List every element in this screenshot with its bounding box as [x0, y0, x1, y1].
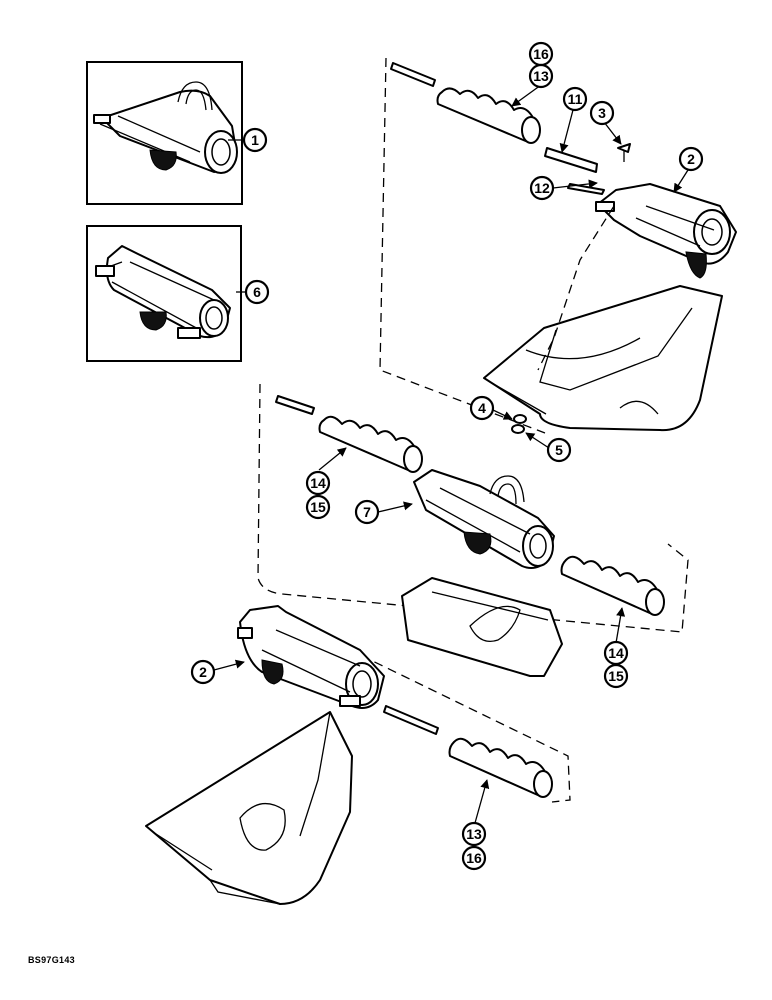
svg-text:14: 14 [608, 645, 624, 661]
guide-tube-with-handle-illustration [93, 81, 238, 174]
svg-text:2: 2 [199, 664, 207, 680]
callout-13-lower: 13 [461, 821, 487, 847]
svg-text:3: 3 [598, 105, 606, 121]
coil-spring-lower-illustration [448, 737, 553, 798]
figure-reference-code: BS97G143 [28, 955, 75, 965]
upper-assembly [379, 57, 737, 434]
pin-illustration-middle [275, 395, 315, 415]
callout-7: 7 [354, 499, 380, 525]
callout-14-middle-left: 14 [305, 470, 331, 496]
pin-illustration-lower [383, 705, 439, 735]
callout-13-upper: 13 [528, 63, 554, 89]
shim-bar-illustration [544, 147, 598, 173]
inset-box-part-6 [86, 225, 246, 362]
svg-text:2: 2 [687, 151, 695, 167]
svg-text:1: 1 [251, 132, 259, 148]
middle-assembly [257, 383, 689, 677]
svg-text:16: 16 [533, 46, 549, 62]
guide-tube-lower-illustration [237, 605, 385, 709]
guide-shoe-upper-illustration [483, 285, 723, 432]
callout-6: 6 [244, 279, 270, 305]
callout-5: 5 [546, 437, 572, 463]
guide-tube-with-bracket-illustration [95, 245, 231, 339]
coil-spring-middle-right-illustration [560, 555, 665, 616]
callout-4: 4 [469, 395, 495, 421]
inset-box-part-1 [86, 61, 243, 205]
callout-16-upper: 16 [528, 41, 554, 67]
callout-1: 1 [242, 127, 268, 153]
callout-16-lower: 16 [461, 845, 487, 871]
svg-text:11: 11 [568, 91, 583, 107]
svg-text:12: 12 [534, 180, 550, 196]
callout-2-lower: 2 [190, 659, 216, 685]
svg-text:15: 15 [608, 668, 624, 684]
leader-lines [213, 84, 689, 824]
callout-12: 12 [529, 175, 555, 201]
svg-text:15: 15 [310, 499, 326, 515]
guide-shoe-middle-illustration [401, 577, 563, 677]
svg-text:5: 5 [555, 442, 563, 458]
nut-illustrations [511, 414, 527, 434]
svg-text:6: 6 [253, 284, 261, 300]
callout-14-middle-right: 14 [603, 640, 629, 666]
callout-2-upper: 2 [678, 146, 704, 172]
callout-15-middle-left: 15 [305, 494, 331, 520]
svg-text:7: 7 [363, 504, 371, 520]
guide-tube-middle-illustration [413, 469, 555, 569]
pin-illustration [390, 62, 436, 87]
svg-text:14: 14 [310, 475, 326, 491]
svg-text:13: 13 [466, 826, 482, 842]
svg-text:4: 4 [478, 400, 486, 416]
screw-illustration [617, 143, 631, 162]
lower-assembly [145, 605, 571, 905]
callout-15-middle-right: 15 [603, 663, 629, 689]
callout-11: 11 [562, 86, 588, 112]
svg-text:13: 13 [533, 68, 549, 84]
callout-3: 3 [589, 100, 615, 126]
coil-spring-illustration [436, 87, 541, 144]
svg-text:16: 16 [466, 850, 482, 866]
guide-tube-upper-illustration [595, 183, 737, 279]
coil-spring-middle-illustration [318, 415, 423, 473]
guide-shoe-lower-illustration [145, 711, 353, 905]
